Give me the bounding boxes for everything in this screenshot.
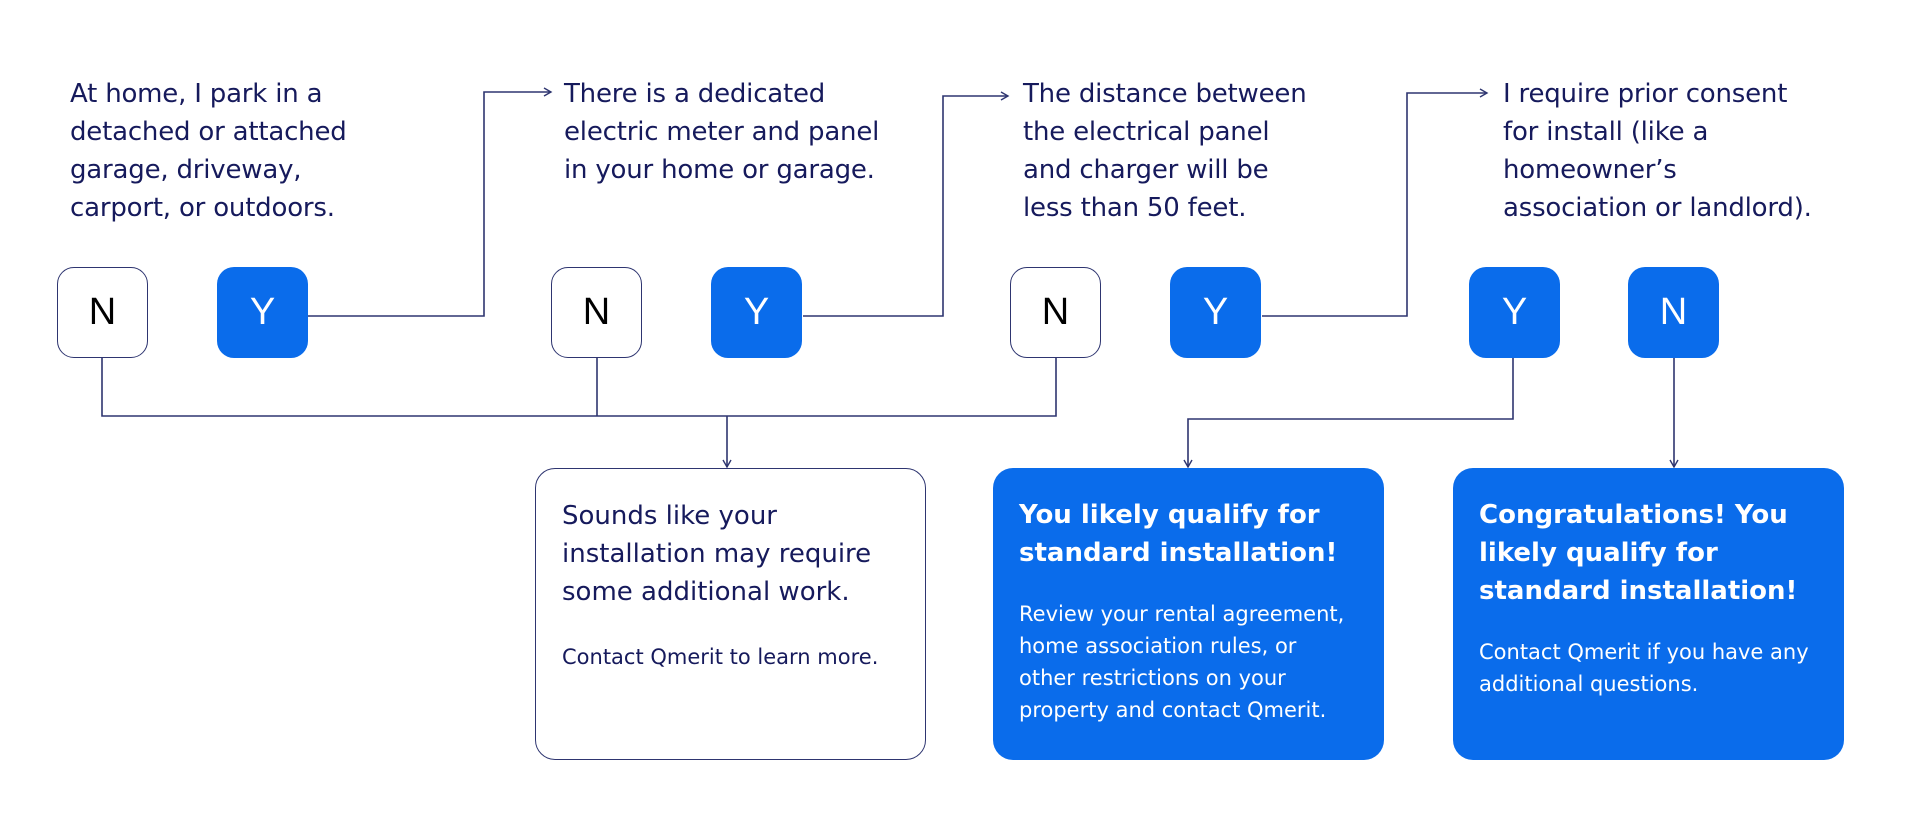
outcome-2-body: Review your rental agreement, home assoc… bbox=[1019, 598, 1358, 726]
q1-yes-label: Y bbox=[249, 291, 276, 333]
q4-yes-button[interactable]: Y bbox=[1469, 267, 1560, 358]
outcome-3-body-line: Contact Qmerit if you have any bbox=[1479, 640, 1809, 664]
q3-yes-label: Y bbox=[1202, 291, 1229, 333]
outcome-1-title-line: Sounds like your bbox=[562, 501, 777, 531]
outcome-qualify-with-consent: You likely qualify for standard installa… bbox=[993, 468, 1384, 760]
outcome-1-title: Sounds like your installation may requir… bbox=[562, 497, 899, 611]
outcome-1-title-line: some additional work. bbox=[562, 577, 850, 607]
outcome-additional-work: Sounds like your installation may requir… bbox=[535, 468, 926, 760]
q2-no-label: N bbox=[582, 291, 611, 333]
question-1: At home, I park in a detached or attache… bbox=[70, 75, 347, 227]
question-4-line: I require prior consent bbox=[1503, 79, 1788, 109]
connector-q4-yes-to-outcome-2 bbox=[1183, 358, 1514, 469]
question-4-line: for install (like a bbox=[1503, 117, 1709, 147]
q1-no-label: N bbox=[88, 291, 117, 333]
question-3-line: less than 50 feet. bbox=[1023, 193, 1247, 223]
connector-q2-yes-to-q3 bbox=[803, 91, 1010, 317]
outcome-2-title-line: You likely qualify for bbox=[1019, 500, 1320, 530]
question-4: I require prior consent for install (lik… bbox=[1503, 75, 1812, 227]
outcome-2-title-line: standard installation! bbox=[1019, 538, 1338, 568]
question-2-line: There is a dedicated bbox=[564, 79, 826, 109]
outcome-3-body-line: additional questions. bbox=[1479, 672, 1699, 696]
outcome-2-title: You likely qualify for standard installa… bbox=[1019, 496, 1358, 572]
question-3-line: The distance between bbox=[1023, 79, 1307, 109]
outcome-1-body-line: Contact Qmerit to learn more. bbox=[562, 645, 879, 669]
question-3-line: and charger will be bbox=[1023, 155, 1269, 185]
question-4-line: association or landlord). bbox=[1503, 193, 1812, 223]
q3-no-button[interactable]: N bbox=[1010, 267, 1101, 358]
q2-yes-button[interactable]: Y bbox=[711, 267, 802, 358]
connector-q3-yes-to-q4 bbox=[1262, 88, 1489, 317]
question-2-line: electric meter and panel bbox=[564, 117, 880, 147]
question-1-line: detached or attached bbox=[70, 117, 347, 147]
outcome-1-body: Contact Qmerit to learn more. bbox=[562, 641, 899, 673]
question-2-line: in your home or garage. bbox=[564, 155, 875, 185]
outcome-3-body: Contact Qmerit if you have any additiona… bbox=[1479, 636, 1818, 700]
q1-yes-button[interactable]: Y bbox=[217, 267, 308, 358]
outcome-3-title-line: Congratulations! You bbox=[1479, 500, 1788, 530]
outcome-2-body-line: home association rules, or bbox=[1019, 634, 1297, 658]
outcome-congratulations: Congratulations! You likely qualify for … bbox=[1453, 468, 1844, 760]
outcome-2-body-line: property and contact Qmerit. bbox=[1019, 698, 1327, 722]
question-2: There is a dedicated electric meter and … bbox=[564, 75, 879, 189]
question-3: The distance between the electrical pane… bbox=[1023, 75, 1307, 227]
outcome-2-body-line: other restrictions on your bbox=[1019, 666, 1286, 690]
question-1-line: garage, driveway, bbox=[70, 155, 302, 185]
outcome-3-title-line: standard installation! bbox=[1479, 576, 1798, 606]
outcome-1-title-line: installation may require bbox=[562, 539, 872, 569]
connector-no-bus bbox=[101, 358, 1057, 417]
q3-no-label: N bbox=[1041, 291, 1070, 333]
question-1-line: At home, I park in a bbox=[70, 79, 323, 109]
q1-no-button[interactable]: N bbox=[57, 267, 148, 358]
q4-no-label: N bbox=[1659, 291, 1688, 333]
question-1-line: carport, or outdoors. bbox=[70, 193, 335, 223]
q3-yes-button[interactable]: Y bbox=[1170, 267, 1261, 358]
connector-q1-yes-to-q2 bbox=[308, 87, 553, 317]
question-4-line: homeowner’s bbox=[1503, 155, 1677, 185]
outcome-3-title: Congratulations! You likely qualify for … bbox=[1479, 496, 1818, 610]
q2-no-button[interactable]: N bbox=[551, 267, 642, 358]
question-3-line: the electrical panel bbox=[1023, 117, 1270, 147]
q4-no-button[interactable]: N bbox=[1628, 267, 1719, 358]
outcome-3-title-line: likely qualify for bbox=[1479, 538, 1718, 568]
q2-yes-label: Y bbox=[743, 291, 770, 333]
outcome-2-body-line: Review your rental agreement, bbox=[1019, 602, 1345, 626]
q4-yes-label: Y bbox=[1501, 291, 1528, 333]
